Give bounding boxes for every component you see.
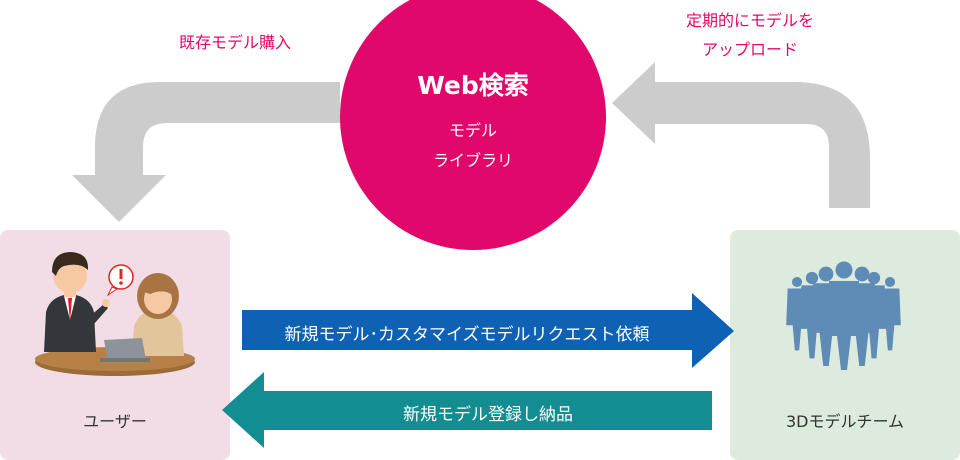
upload-label: 定期的にモデルを アップロード (655, 6, 845, 64)
alert-icon (106, 264, 134, 297)
web-search-circle (340, 0, 606, 250)
circle-line-1: モデル (448, 121, 497, 140)
request-arrow (242, 293, 734, 368)
business-people-icon (35, 252, 195, 376)
upload-label-line-2: アップロード (701, 40, 798, 59)
upload-label-line-1: 定期的にモデルを (685, 11, 814, 30)
gray-arrow-left (72, 82, 340, 222)
delivery-arrow (222, 372, 712, 448)
team-silhouette-icon (786, 261, 901, 370)
gray-arrow-right (612, 62, 870, 208)
delivery-arrow-label: 新規モデル登録し納品 (403, 405, 573, 425)
circle-subtitle: モデル ライブラリ (373, 116, 573, 176)
request-arrow-label: 新規モデル･カスタマイズモデルリクエスト依頼 (284, 325, 650, 345)
purchase-existing-label: 既存モデル購入 (178, 33, 291, 52)
team-label: 3Dモデルチーム (785, 412, 905, 431)
circle-title: Web検索 (417, 71, 529, 100)
user-label: ユーザー (83, 412, 147, 431)
circle-line-2: ライブラリ (432, 151, 513, 170)
